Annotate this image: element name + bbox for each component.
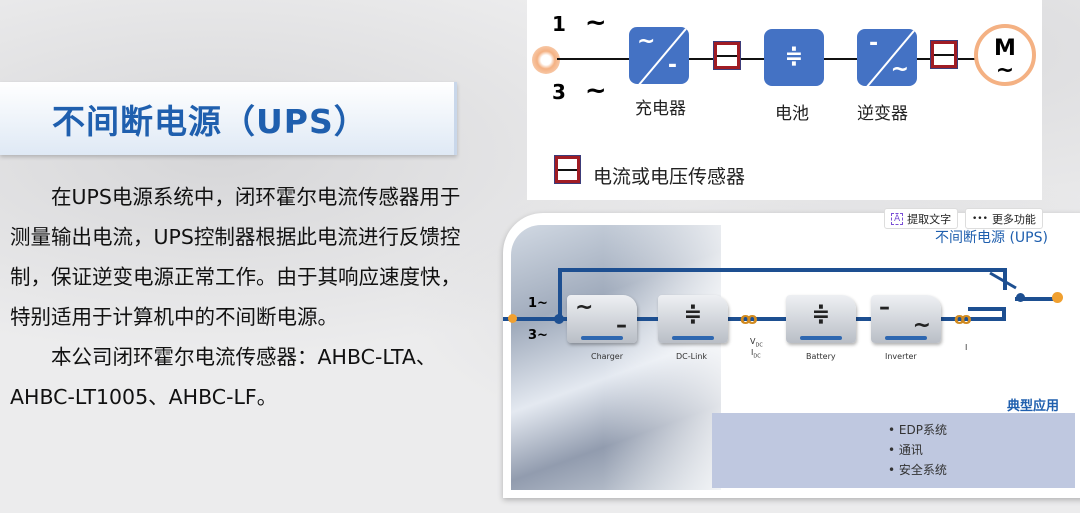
dc-link-label: DC-Link [676,352,708,361]
motor-icon: M~ [974,24,1036,86]
current-sensor-coil-icon: ꝏ [740,309,758,328]
current-sensor-coil-icon: ꝏ [954,309,972,328]
bus-bend [968,307,1006,321]
app-item: • 通讯 [888,443,923,457]
source-terminal-icon [532,46,560,74]
charger-label: 充电器 [635,99,686,119]
charger-block: ~- [629,27,689,84]
phase-3-label: 3 ~ [552,76,607,106]
paragraph-2: 本公司闭环霍尔电流传感器：AHBC-LTA、AHBC-LT1005、AHBC-L… [10,345,437,409]
output-line [1015,297,1055,301]
diagram-title: 不间断电源 (UPS) [935,230,1048,246]
app-item: • 安全系统 [888,463,947,477]
junction-dot [554,314,564,324]
sensor-icon [713,41,741,70]
simple-ups-diagram: 1 ~ 3 ~ ~- ≑ -~ M~ 充电器 电池 逆变器 .legsq::af… [527,0,1042,200]
phase-1-label: 1~ [528,296,548,311]
more-icon: ••• [972,213,988,224]
input-terminal-icon [508,314,517,323]
main-bus [503,317,983,321]
ups-application-diagram: 不间断电源 (UPS) 1~ 3~ ~– ≑ ≑ –~ ꝏ ꝏ Charger … [503,213,1080,498]
more-functions-button[interactable]: •••更多功能 [965,208,1043,229]
battery-label: Battery [806,352,836,361]
battery-label: 电池 [775,104,809,124]
junction-dot [1016,293,1025,302]
page-title: 不间断电源（UPS） [52,101,368,141]
inverter-label: 逆变器 [857,104,908,124]
app-item: • EDP系统 [888,423,947,437]
vdc-label: VDC [750,337,763,349]
bypass-down [1003,268,1007,290]
more-functions-label: 更多功能 [991,212,1036,226]
phase-3-label: 3~ [528,328,548,343]
body-text: 在UPS电源系统中，闭环霍尔电流传感器用于测量输出电流，UPS控制器根据此电流进… [10,177,470,417]
charger-label: Charger [591,352,623,361]
phase-1-label: 1 ~ [552,8,607,38]
charger-module: ~– [567,295,637,343]
output-terminal-icon [1052,292,1063,303]
battery-block: ≑ [764,29,824,86]
extract-text-icon: A [891,212,904,225]
inverter-block: -~ [857,29,917,86]
idc-label: IDC [751,348,761,360]
i-label: I [965,343,968,352]
battery-module: ≑ [786,295,856,343]
inverter-module: –~ [871,295,941,343]
dc-link-module: ≑ [658,295,728,343]
extract-text-label: 提取文字 [907,212,952,226]
bypass-line [558,268,1003,318]
paragraph-1: 在UPS电源系统中，闭环霍尔电流传感器用于测量输出电流，UPS控制器根据此电流进… [10,185,461,329]
sensor-icon [930,40,958,69]
inverter-label: Inverter [885,352,917,361]
legend-sensor-icon [554,155,581,184]
legend-label: 电流或电压传感器 [593,166,746,188]
title-box: 不间断电源（UPS） [0,82,457,155]
applications-title: 典型应用 [1007,399,1060,414]
applications-box: • EDP系统 • 通讯 • 安全系统 [712,413,1075,488]
